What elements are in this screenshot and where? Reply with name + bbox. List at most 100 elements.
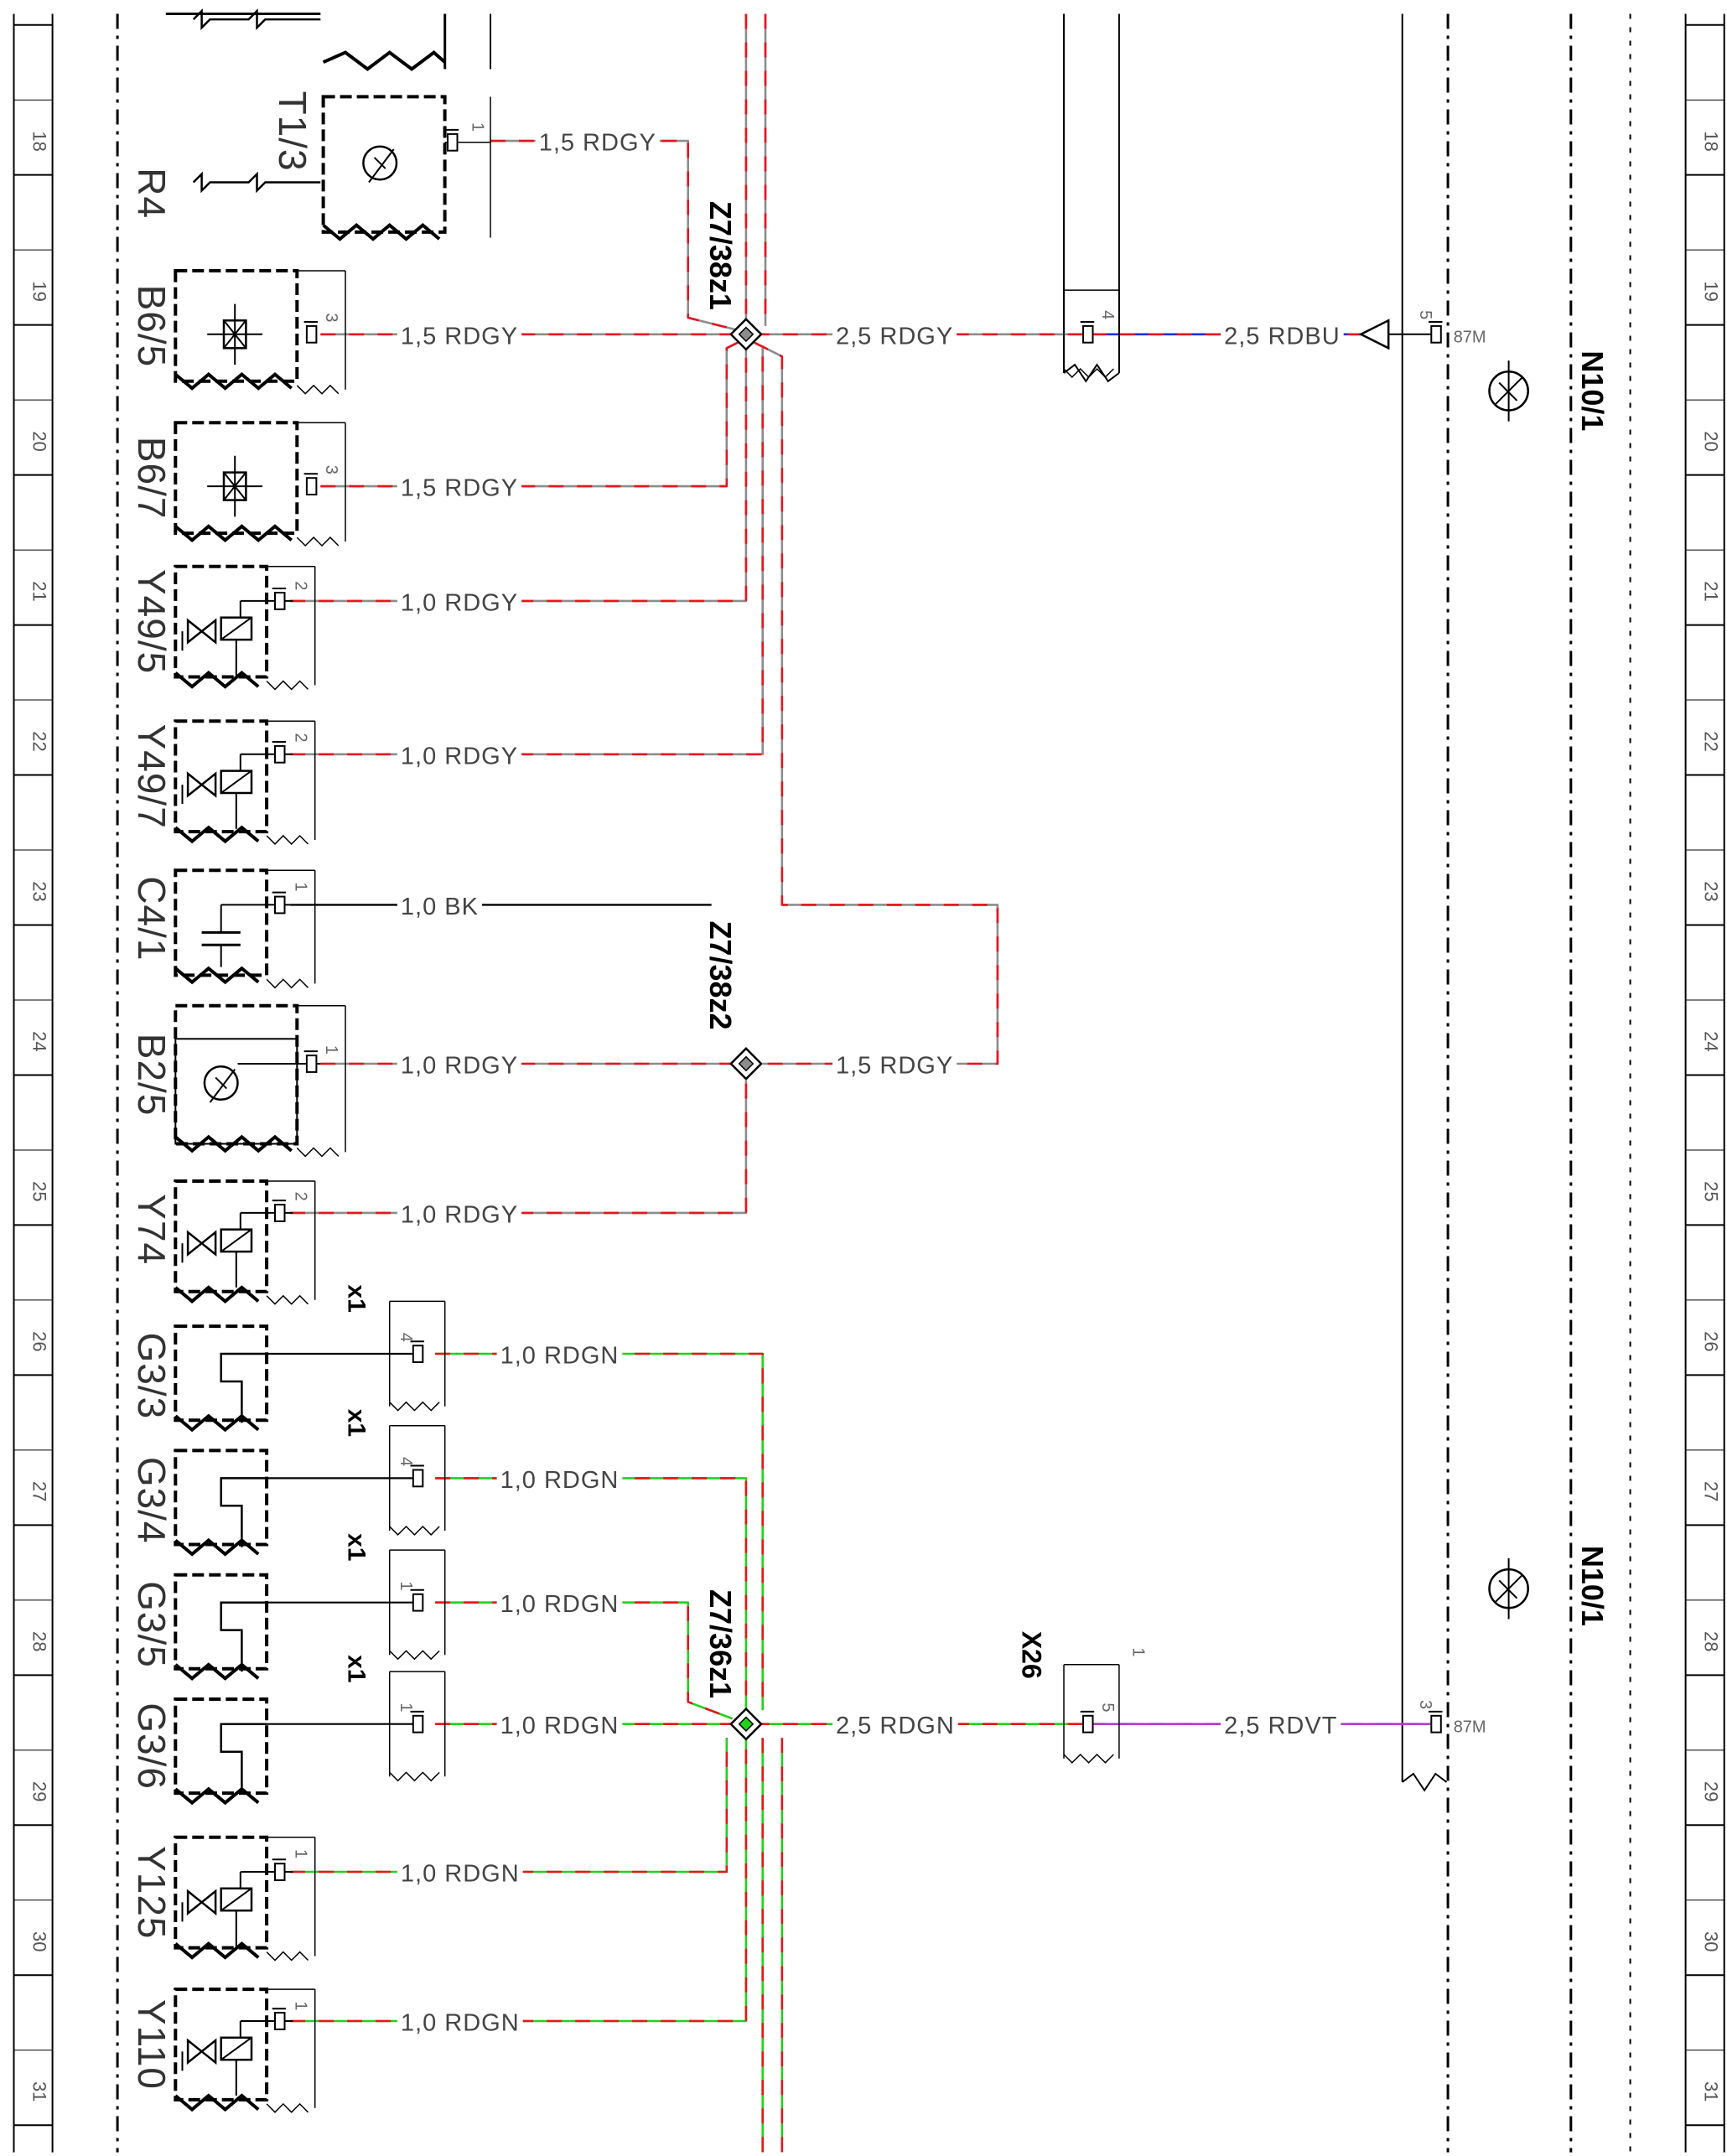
row-num-27-right: 27 [1701,1481,1722,1501]
wire-label-y110: 1,0 RDGN [401,2010,520,2037]
pin-tag-y110 [272,2008,287,2030]
component-t1-3 [321,95,447,234]
pin-tag-y74 [272,1200,287,1222]
wire-label-mask [832,1711,958,1742]
wire-label-mask [1221,1711,1341,1742]
component-label-t1-3: T1/3 [271,91,314,172]
component-label-c4-1: C4/1 [130,876,174,961]
valve-symbol-y110 [181,2020,293,2096]
wire-label-n10-bottom: 2,5 RDVT [1224,1713,1337,1739]
row-num-30-left: 30 [29,1931,50,1951]
wire-label-splice1-out: 2,5 RDGY [836,323,953,350]
wire-label-mask [397,1200,522,1231]
component-b6-7 [174,421,299,536]
wire-label-mask [397,1858,523,1889]
wire-label-b2-5: 1,0 RDGY [401,1053,518,1080]
row-ruler-left [13,13,54,2153]
sensor-symbol-g3-5 [220,1601,267,1672]
wire-y49-7 [290,345,765,756]
pin-b6-7: 3 [322,465,340,474]
wire-label-mask [397,2008,523,2039]
wire-labels: 1,5 RDGY 1,5 RDGY 1,5 RDGY 1,0 RDGY 1,0 … [397,127,1344,2039]
component-label-g3-5: G3/5 [130,1581,174,1668]
row-num-21-right: 21 [1701,581,1722,601]
component-label-g3-3: G3/3 [130,1333,174,1420]
pin-y49-7: 2 [292,733,310,742]
ground-wave-g3-4 [174,1537,260,1557]
component-label-g3-6: G3/6 [130,1703,174,1790]
component-label-y49-7: Y49/7 [130,724,174,829]
sensor-symbol-t1-3 [362,145,398,184]
component-label-g3-4: G3/4 [130,1457,174,1544]
pin-tag-x-mid-top [1080,321,1095,344]
module-label-n10-1-bottom: N10/1 [1575,1546,1610,1626]
ground-wave-y74 [174,1285,260,1304]
component-b6-5 [174,269,299,383]
row-num-22-right: 22 [1701,731,1722,751]
wire-label-mask [397,473,522,504]
wire-label-splice2-out: 1,5 RDGY [836,1053,953,1080]
wire-label-mask [397,1050,522,1081]
pin-t1-3: 1 [469,122,487,132]
pin-tag-n10-top [1429,321,1443,344]
splice-z7-38z2 [729,1047,763,1081]
wire-label-mask [496,1589,623,1620]
pin-tag-g3-4 [410,1464,424,1488]
ground-wave-b6-5 [174,371,293,391]
row-num-20-left: 20 [29,431,50,451]
connector-wave [296,1147,340,1158]
component-g3-3 [174,1324,269,1423]
wire-label-mask [397,321,522,352]
pin-x26-top: 1 [1128,1647,1147,1656]
wire-label-y49-5: 1,0 RDGY [401,589,518,616]
component-symbols [174,8,1529,2113]
pin-tag-b2-5 [303,1050,318,1073]
component-label-y110: Y110 [130,1999,174,2090]
pin-n10-bottom: 3 [1416,1700,1434,1709]
row-num-18-left: 18 [29,131,50,151]
pin-tag-g3-3 [410,1340,424,1363]
connector-wave [296,536,340,547]
row-num-25-left: 25 [29,1181,50,1201]
sensor-symbol-b2-5 [203,1065,239,1103]
pin-n10-top: 5 [1416,310,1434,319]
component-label-y125: Y125 [130,1846,174,1939]
splice-label-z7-38z2: Z7/38z2 [703,920,738,1029]
row-num-26-left: 26 [29,1331,50,1351]
sensor-symbol-g3-6 [220,1723,267,1794]
connector-wave [389,1650,440,1661]
component-label-y74: Y74 [130,1194,174,1265]
pin-g3-3: 4 [397,1333,415,1342]
module-label-n10-1-top: N10/1 [1575,350,1610,431]
connector-wave [266,2102,309,2113]
connector-wave [266,1294,309,1305]
row-num-28-left: 28 [29,1631,50,1651]
wire-label-g3-5: 1,0 RDGN [500,1591,620,1618]
wire-label-g3-4: 1,0 RDGN [500,1467,620,1494]
row-num-20-right: 20 [1701,431,1722,451]
connector-wave [389,1401,440,1412]
component-label-b6-7: B6/7 [130,437,174,520]
wire-label-mask [397,588,522,619]
row-num-23-right: 23 [1701,881,1722,901]
row-num-28-right: 28 [1701,1631,1722,1651]
wire-label-splice3-out: 2,5 RDGN [836,1713,955,1739]
component-g3-6 [174,1697,269,1796]
connector-wave [1063,367,1114,378]
row-num-19-left: 19 [29,281,50,301]
wire-label-n10-top: 2,5 RDBU [1224,323,1341,350]
pin-tag-g3-6 [410,1710,424,1734]
pin-y49-5: 2 [292,581,310,590]
connector-wave [266,680,309,691]
resistor-r4 [192,171,321,194]
row-num-23-left: 23 [29,881,50,901]
component-c4-1 [174,868,269,977]
pin-g3-4: 4 [397,1457,415,1466]
row-ruler-right [1684,13,1725,2153]
ground-wave-y125 [174,1941,260,1960]
ground-wave-y110 [174,2093,260,2112]
row-num-18-right: 18 [1701,131,1722,151]
row-num-19-right: 19 [1701,281,1722,301]
wire-label-y125: 1,0 RDGN [401,1861,520,1888]
